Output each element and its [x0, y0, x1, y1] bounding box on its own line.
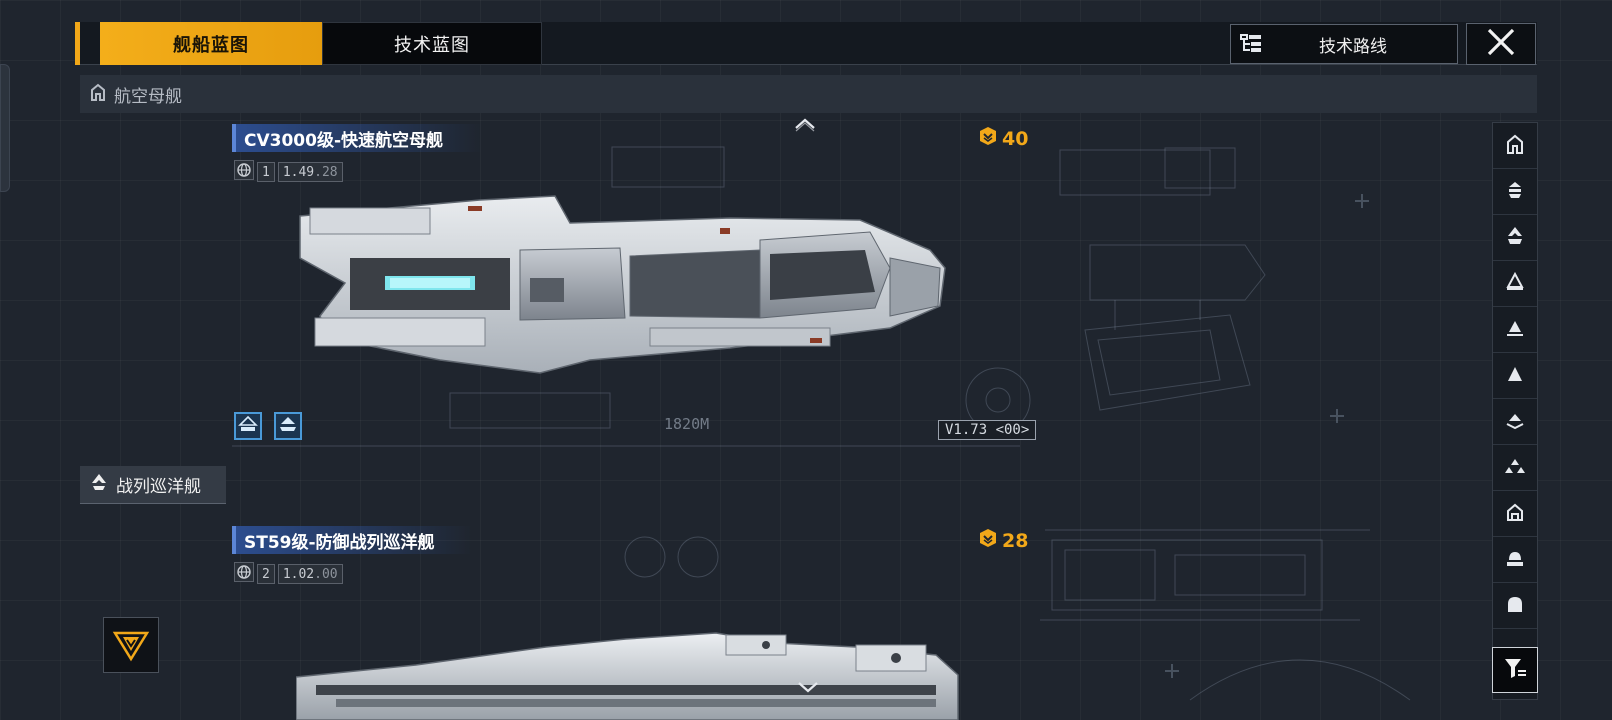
- ship-version: 1.49 .28: [277, 162, 343, 182]
- ship-version-value: 1.49: [282, 164, 315, 180]
- carrier-filter-icon: [1506, 134, 1524, 158]
- globe-icon-2: [234, 562, 254, 586]
- close-x-icon: [1486, 27, 1516, 61]
- close-button[interactable]: [1466, 23, 1536, 65]
- filter-destroyer[interactable]: [1493, 307, 1537, 353]
- ship-meta-st59: 2 1.02 .00: [234, 562, 343, 586]
- station-filter-icon: [1505, 502, 1525, 526]
- tech-route-label: 技术路线: [1319, 36, 1387, 57]
- ship-cost-value: 40: [1002, 127, 1029, 150]
- ship-meta-cv3000: 1 1.49 .28: [234, 160, 343, 184]
- module-button-2[interactable]: [274, 412, 302, 440]
- filter-corvette[interactable]: [1493, 399, 1537, 445]
- battleship-filter-icon: [1506, 180, 1524, 204]
- ship-version-suffix: .28: [314, 164, 338, 180]
- filter-support[interactable]: [1493, 537, 1537, 583]
- section-header-battlecruiser: 战列巡洋舰: [80, 466, 226, 504]
- filter-toggle-button[interactable]: [1492, 647, 1538, 693]
- command-point-icon-2: [978, 528, 998, 553]
- support-filter-icon: [1505, 548, 1525, 572]
- ship-title-cv3000[interactable]: CV3000级-快速航空母舰: [232, 124, 482, 152]
- cruiser-filter-icon: [1505, 271, 1525, 296]
- globe-icon: [234, 160, 254, 184]
- ship-version-2: 1.02 .00: [277, 564, 343, 584]
- ship-cost-value-2: 28: [1002, 529, 1029, 552]
- left-drawer-handle[interactable]: [0, 64, 10, 192]
- battlecruiser-filter-icon: [1505, 226, 1525, 250]
- module-deck-icon: [278, 415, 298, 437]
- ship-tier: 1: [257, 162, 275, 182]
- filter-battleship[interactable]: [1493, 169, 1537, 215]
- ship-model-st59[interactable]: [296, 625, 961, 720]
- rank-chevron-icon: [111, 623, 151, 667]
- ship-version-tag: V1.73 <00>: [938, 420, 1037, 440]
- tab-tech-blueprint[interactable]: 技术蓝图: [322, 22, 542, 65]
- scroll-up-chevron-icon[interactable]: [793, 116, 817, 136]
- tech-route-button[interactable]: 技术路线: [1230, 24, 1458, 64]
- ship-version-value-2: 1.02: [282, 566, 315, 582]
- filter-station[interactable]: [1493, 491, 1537, 537]
- funnel-filter-icon: [1503, 656, 1527, 684]
- carrier-icon: [90, 83, 106, 106]
- ship-type-filter-column: [1492, 122, 1538, 700]
- ship-cost-st59: 28: [978, 528, 1028, 553]
- filter-fighter[interactable]: [1493, 445, 1537, 491]
- ship-version-suffix-2: .00: [314, 566, 338, 582]
- section-header-carrier: 航空母舰: [80, 75, 1537, 113]
- tree-list-icon: [1231, 25, 1271, 63]
- destroyer-filter-icon: [1505, 318, 1525, 342]
- ship-title-st59[interactable]: ST59级-防御战列巡洋舰: [232, 526, 472, 554]
- section-label-battlecruiser: 战列巡洋舰: [116, 477, 201, 497]
- ship-cost-cv3000: 40: [978, 126, 1028, 151]
- filter-hangar[interactable]: [1493, 583, 1537, 629]
- filter-battlecruiser[interactable]: [1493, 215, 1537, 261]
- ship-length-cv3000: 1820M: [664, 415, 710, 433]
- fighter-filter-icon: [1504, 456, 1526, 480]
- module-button-1[interactable]: [234, 412, 262, 440]
- corvette-filter-icon: [1505, 410, 1525, 434]
- tab-accent-bar: [75, 22, 80, 65]
- filter-carrier[interactable]: [1493, 123, 1537, 169]
- frigate-filter-icon: [1505, 364, 1525, 388]
- battlecruiser-icon: [90, 473, 108, 496]
- tab-ship-blueprint[interactable]: 舰船蓝图: [100, 22, 322, 65]
- hangar-filter-icon: [1505, 594, 1525, 618]
- ship-model-cv3000[interactable]: [290, 188, 970, 380]
- ship-tier-2: 2: [257, 564, 275, 584]
- scroll-down-chevron-icon[interactable]: [796, 680, 820, 700]
- section-label-carrier: 航空母舰: [114, 86, 182, 107]
- fleet-rank-badge[interactable]: [103, 617, 159, 673]
- module-hangar-icon: [238, 415, 258, 437]
- filter-frigate[interactable]: [1493, 353, 1537, 399]
- filter-cruiser[interactable]: [1493, 261, 1537, 307]
- command-point-icon: [978, 126, 998, 151]
